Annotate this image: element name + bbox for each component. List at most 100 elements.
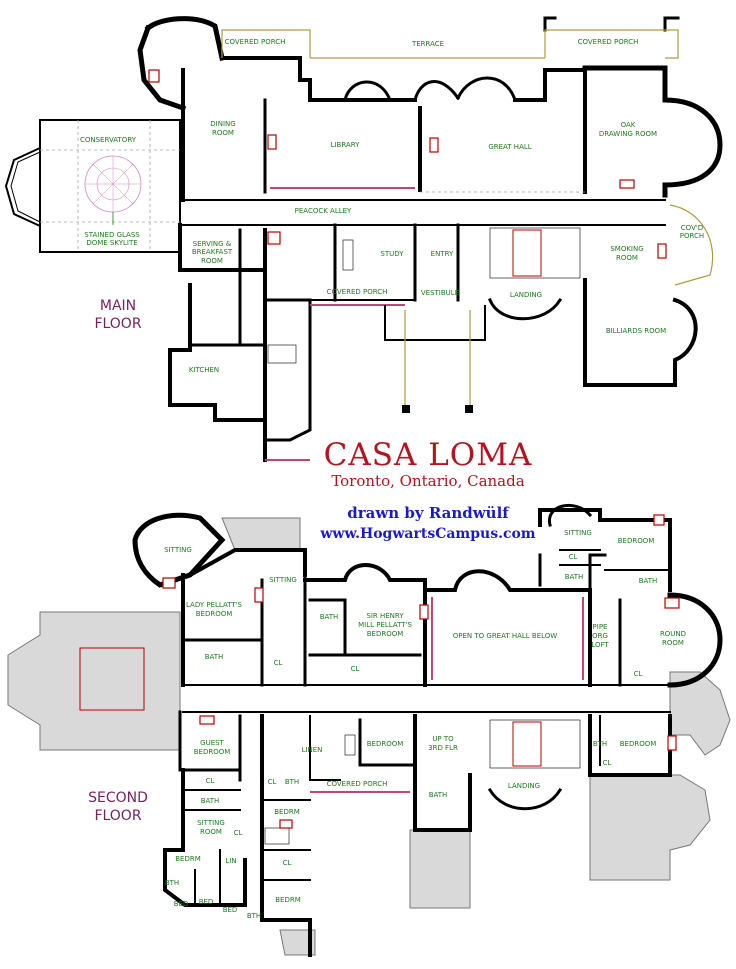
kitchen-wall: [188, 228, 267, 347]
room-label-guest-2: BEDROOM: [194, 748, 231, 756]
middle-wing-walls: [260, 714, 312, 957]
fireplace: [148, 69, 160, 83]
room-label-bed-3: BED: [223, 906, 238, 914]
room-label-cl-m2: CL: [283, 859, 292, 867]
fireplace: [267, 231, 281, 245]
fireplace: [619, 179, 635, 189]
study-entry-walls: [333, 223, 460, 302]
room-label-covered-porch-left: COVERED PORCH: [225, 38, 286, 46]
room-label-cl-w2: CL: [234, 829, 243, 837]
service-stair: [267, 344, 297, 364]
bath-center-walls: [413, 714, 472, 832]
room-label-henry-2: MILL PELLATT'S: [358, 621, 412, 629]
room-label-up-1: UP TO: [432, 735, 454, 743]
room-label-serving-2: BREAKFAST: [192, 248, 233, 256]
small-roof: [279, 929, 316, 956]
room-label-sitting-mid: SITTING: [269, 576, 297, 584]
room-label-open-hall: OPEN TO GREAT HALL BELOW: [453, 632, 558, 640]
room-label-dome-1: STAINED GLASS: [84, 231, 140, 239]
room-label-sitting-room-2: ROOM: [200, 828, 222, 836]
porch-posts-right: [543, 16, 680, 32]
porch-roof-se: [589, 774, 711, 881]
room-label-great-hall: GREAT HALL: [488, 143, 531, 151]
fireplace: [279, 819, 293, 829]
room-label-bedrm-w: BEDRM: [175, 855, 201, 863]
room-label-covered-porch: COVERED PORCH: [327, 780, 388, 788]
room-label-bath-lady: BATH: [205, 653, 224, 661]
north-wall-1: [220, 56, 417, 102]
room-label-bth-w2: BTH: [247, 912, 261, 920]
room-label-bth-right: BTH: [593, 740, 607, 748]
fireplace: [664, 597, 680, 609]
room-label-bath-henry: BATH: [320, 613, 339, 621]
second-floor-label-2: FLOOR: [94, 808, 141, 824]
ne-bedroom-walls: [538, 508, 672, 592]
room-label-bed-2: BED: [199, 898, 214, 906]
dome-skylight-outline: [79, 647, 145, 711]
room-label-pipe-1: PIPE: [593, 623, 608, 631]
west-suite-divisions: [182, 789, 241, 906]
room-label-henry-1: SIR HENRY: [366, 612, 404, 620]
room-label-bath-right-top: BATH: [565, 573, 584, 581]
room-label-cl-right-low: CL: [603, 759, 612, 767]
porch-roof-e: [669, 671, 731, 756]
room-label-covd-2: PORCH: [680, 232, 704, 240]
room-label-bedroom-right-top: BEDROOM: [618, 537, 655, 545]
kitchen-outer: [168, 283, 267, 422]
room-label-serving-1: SERVING &: [193, 240, 232, 248]
room-label-linen: LINEN: [302, 746, 323, 754]
fireplace: [419, 604, 429, 620]
room-label-guest-1: GUEST: [200, 739, 224, 747]
west-stair: [264, 827, 290, 845]
bay-1: [413, 80, 461, 102]
room-label-sitting-room-1: SITTING: [197, 819, 225, 827]
room-label-entry: ENTRY: [431, 250, 454, 258]
lady-walls: [260, 573, 307, 687]
room-label-covd-1: COV'D: [681, 224, 703, 232]
fireplace: [429, 137, 439, 153]
tower-wall-nw: [144, 16, 225, 61]
fireplace: [254, 587, 264, 603]
room-label-smoking-2: ROOM: [616, 254, 638, 262]
room-label-landing-2: LANDING: [508, 782, 540, 790]
room-label-landing: LANDING: [510, 291, 542, 299]
henry-walls: [303, 563, 427, 687]
billiards-walls: [583, 278, 698, 387]
room-label-terrace: TERRACE: [411, 40, 444, 48]
room-label-cl-m1: CL: [268, 778, 277, 786]
conservatory-walls: [39, 119, 181, 253]
room-label-round-1: ROUND: [660, 630, 686, 638]
open-hall-walls: [423, 569, 592, 687]
round-room-wall: [667, 592, 723, 688]
room-label-lady-2: BEDROOM: [196, 610, 233, 618]
landing-bay-2: [487, 787, 563, 811]
room-label-library: LIBRARY: [331, 141, 361, 149]
room-label-kitchen: KITCHEN: [189, 366, 219, 374]
room-label-henry-3: BEDROOM: [367, 630, 404, 638]
canopy-roof: [409, 829, 471, 909]
fireplace: [267, 134, 277, 150]
service-rooms: [263, 298, 312, 442]
room-label-dining-1: DINING: [210, 120, 235, 128]
bay-2: [456, 76, 517, 102]
study-stair: [342, 239, 354, 271]
staircase-well: [512, 229, 542, 277]
room-label-up-2: 3RD FLR: [428, 744, 458, 752]
room-label-round-2: ROOM: [662, 639, 684, 647]
guest-walls: [178, 710, 242, 782]
room-label-cl-henry: CL: [351, 665, 360, 673]
room-label-bedrm-m2: BEDRM: [275, 896, 301, 904]
main-floor-label-1: MAIN: [100, 298, 136, 314]
oak-drawing-walls: [582, 65, 723, 198]
north-wall-2: [513, 68, 587, 102]
room-label-bth-w: BTH: [165, 879, 179, 887]
conservatory-roof: [7, 611, 181, 751]
room-label-smoking-1: SMOKING: [610, 245, 643, 253]
canopy-post: [402, 405, 410, 413]
room-label-billiards: BILLIARDS ROOM: [606, 327, 666, 335]
room-label-bth-m: BTH: [285, 778, 299, 786]
back-stair: [344, 734, 356, 756]
fireplace: [653, 514, 665, 526]
covd-porch-outline: [669, 204, 714, 286]
room-label-vestibule: VESTIBULE: [421, 289, 459, 297]
